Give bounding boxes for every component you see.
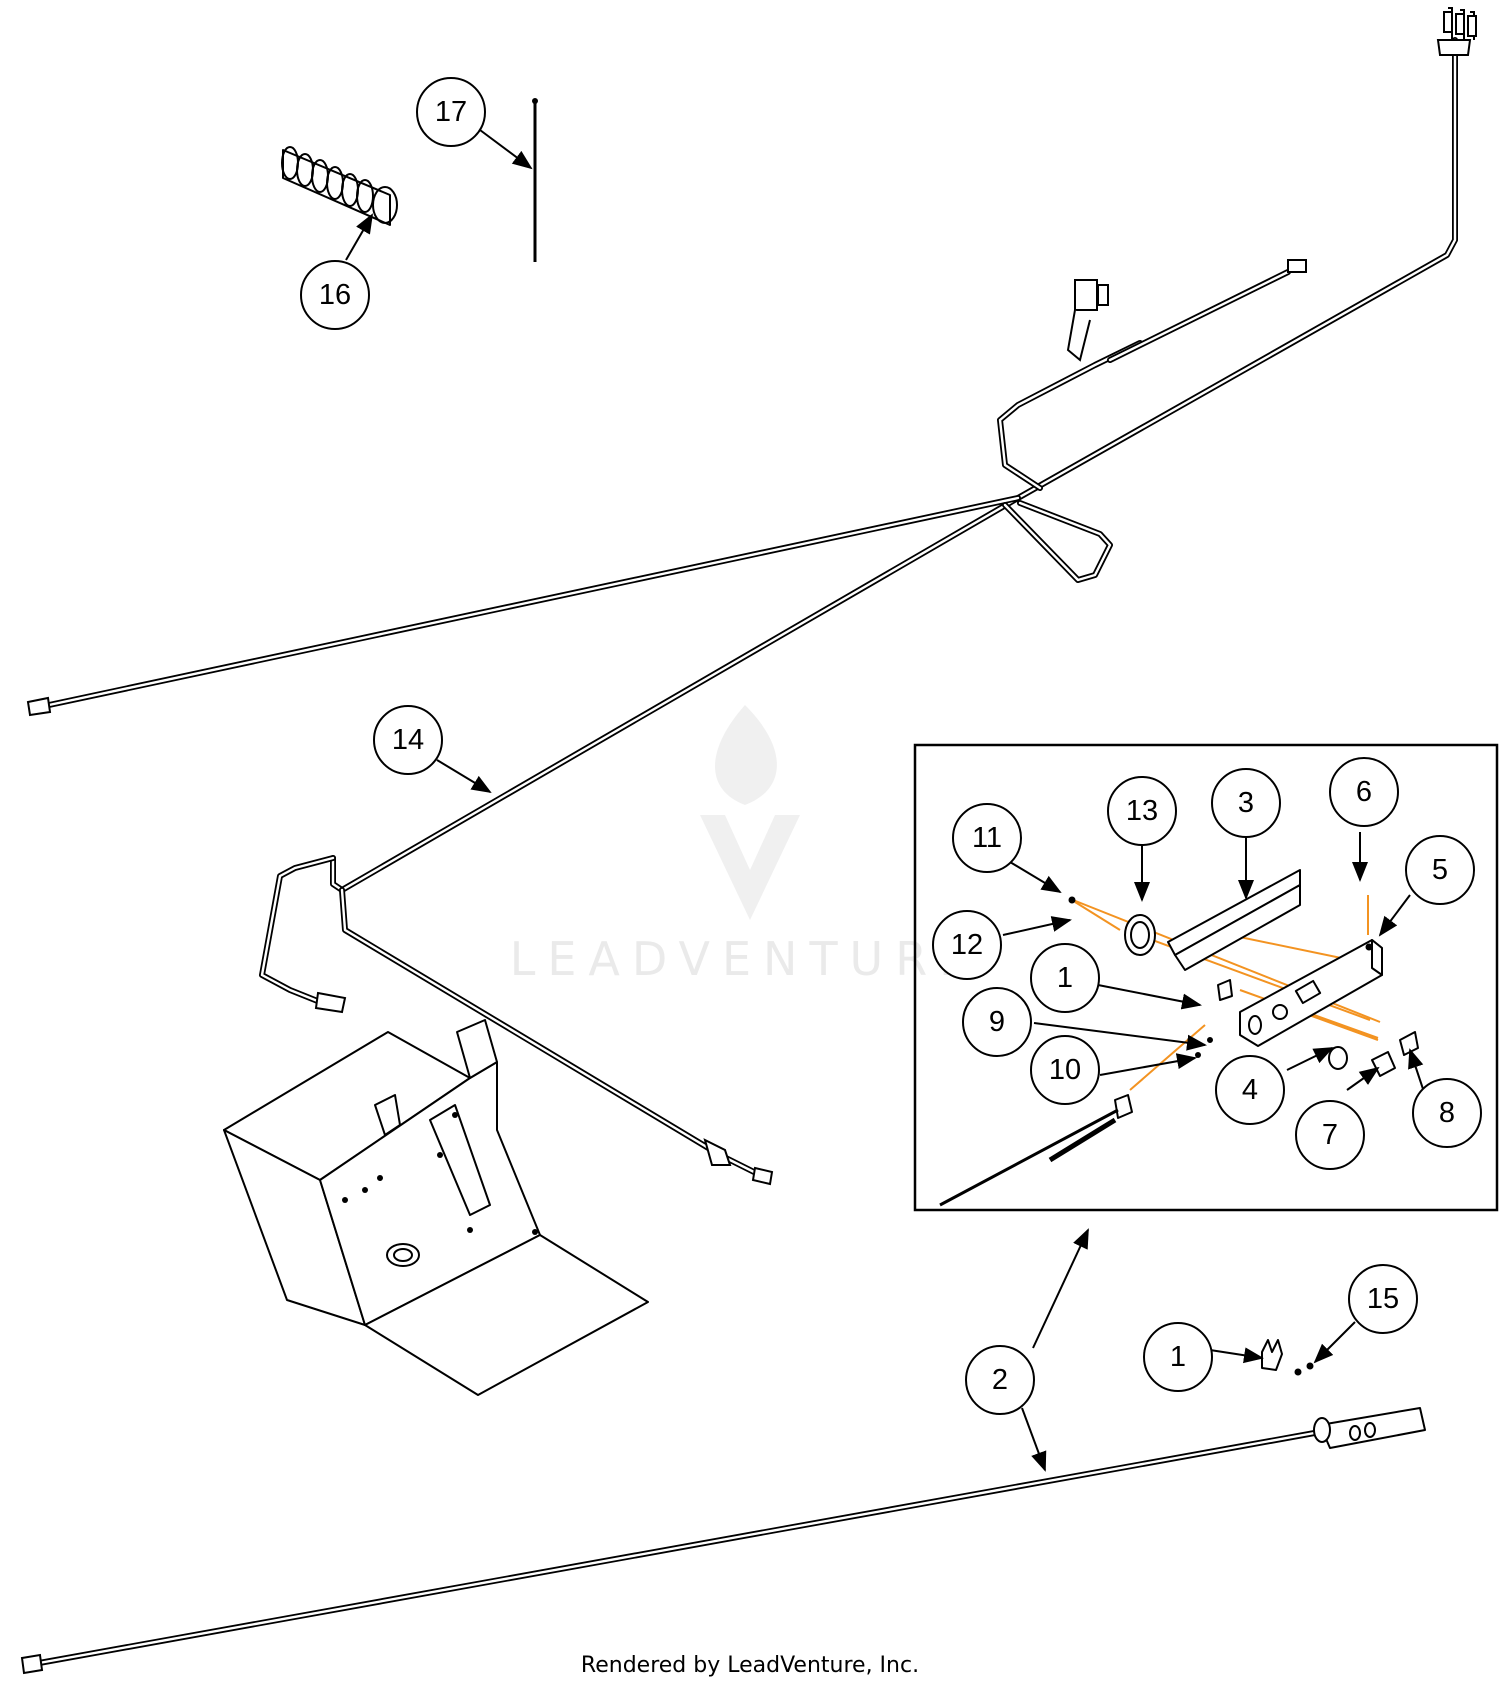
watermark-text: LEADVENTURE: [510, 932, 981, 986]
callout-14[interactable]: 14: [373, 705, 443, 775]
svg-text:9: 9: [989, 1006, 1005, 1038]
callout-8[interactable]: 8: [1412, 1078, 1482, 1148]
credit-text: Rendered by LeadVenture, Inc.: [581, 1653, 919, 1678]
svg-text:14: 14: [392, 724, 424, 756]
svg-text:13: 13: [1126, 795, 1158, 827]
part-cable-tie: [532, 98, 538, 262]
svg-text:16: 16: [319, 279, 351, 311]
svg-text:4: 4: [1242, 1074, 1258, 1106]
svg-text:2: 2: [992, 1364, 1008, 1396]
callout-1-inset[interactable]: 1: [1030, 943, 1100, 1013]
callout-16[interactable]: 16: [300, 260, 370, 330]
callout-9[interactable]: 9: [962, 987, 1032, 1057]
part-control-box: [223, 1019, 649, 1396]
callout-1-bottom[interactable]: 1: [1143, 1322, 1213, 1392]
svg-text:1: 1: [1057, 962, 1073, 994]
svg-text:8: 8: [1439, 1097, 1455, 1129]
callout-6[interactable]: 6: [1329, 757, 1399, 827]
callout-4[interactable]: 4: [1215, 1055, 1285, 1125]
svg-text:15: 15: [1367, 1283, 1399, 1315]
inset-frame: [913, 743, 1499, 1212]
callout-7[interactable]: 7: [1295, 1100, 1365, 1170]
callout-13[interactable]: 13: [1107, 776, 1177, 846]
svg-text:7: 7: [1322, 1119, 1338, 1151]
svg-text:11: 11: [972, 822, 1002, 854]
inset-detail: [913, 743, 1499, 1212]
svg-text:10: 10: [1049, 1054, 1081, 1086]
part-spiral-wrap: [281, 146, 398, 226]
leadventure-logo-icon: [700, 705, 800, 920]
part-clip-and-screw: [1261, 1339, 1314, 1376]
svg-text:6: 6: [1356, 776, 1372, 808]
callouts: 17 16 14 11 13 3 6 5 12 1 9 10 4 7 8 2 1…: [300, 77, 1482, 1415]
callout-2[interactable]: 2: [965, 1345, 1035, 1415]
callout-3[interactable]: 3: [1211, 768, 1281, 838]
watermark: LEADVENTURE: [510, 705, 981, 986]
callout-15[interactable]: 15: [1348, 1264, 1418, 1334]
part-remote-pendant: [20, 1407, 1426, 1675]
callout-11[interactable]: 11: [952, 803, 1022, 873]
callout-17[interactable]: 17: [416, 77, 486, 147]
svg-text:17: 17: [435, 96, 467, 128]
callout-5[interactable]: 5: [1405, 835, 1475, 905]
svg-text:5: 5: [1432, 854, 1448, 886]
svg-text:12: 12: [951, 929, 983, 961]
callout-10[interactable]: 10: [1030, 1035, 1100, 1105]
leader-lines: [345, 129, 1426, 1472]
callout-12[interactable]: 12: [932, 910, 1002, 980]
part-main-harness: [26, 7, 1477, 1186]
svg-text:1: 1: [1170, 1341, 1186, 1373]
svg-text:3: 3: [1238, 787, 1254, 819]
